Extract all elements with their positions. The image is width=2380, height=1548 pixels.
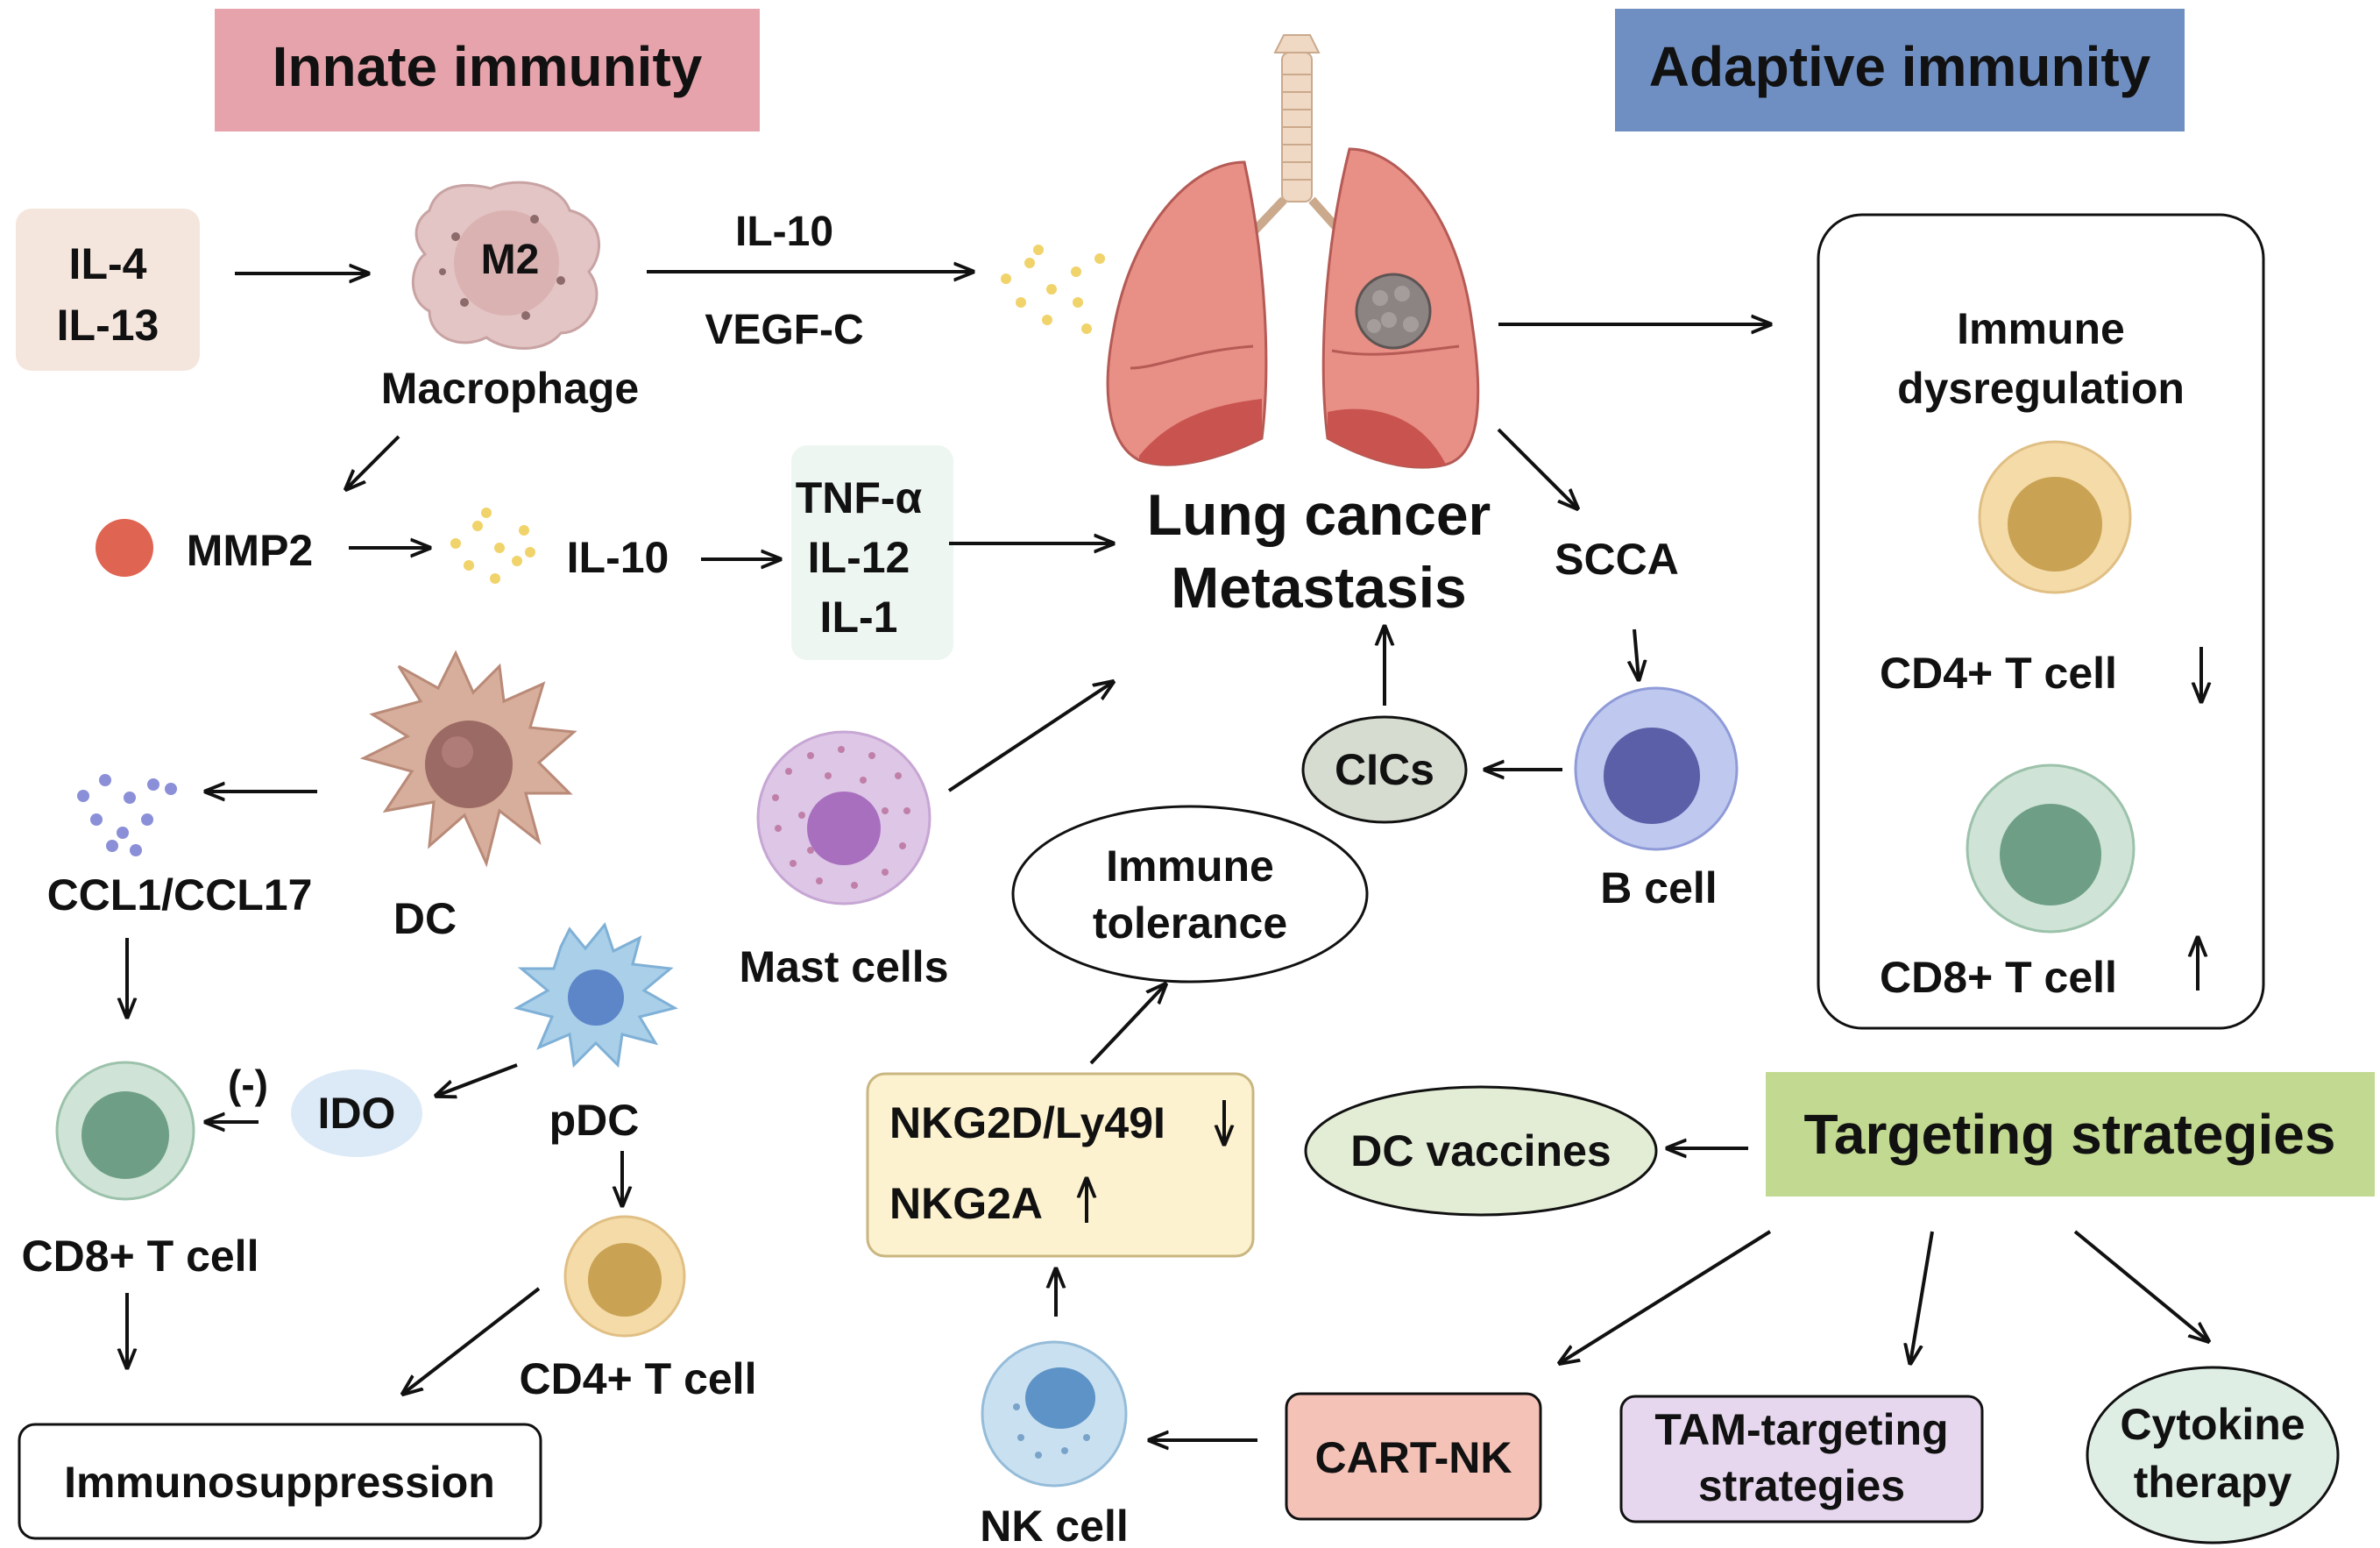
arrow-lung-to-scca (1497, 428, 1577, 508)
nk-cell-label: NK cell (980, 1502, 1129, 1548)
immune-tolerance-ellipse (1011, 805, 1369, 983)
secreted-dots-top (1001, 245, 1105, 334)
targeting-header-box (1766, 1072, 2375, 1197)
mast-cell (756, 730, 931, 905)
tam-box (1619, 1395, 1984, 1523)
tam-line1: TAM-targeting (1654, 1405, 1948, 1454)
m2-label: M2 (481, 237, 540, 283)
arrow-targeting-to-tam (1910, 1231, 1934, 1363)
arrow-nkg-to-tolerance (1089, 984, 1165, 1065)
scca-label: SCCA (1555, 535, 1679, 584)
il13-label: IL-13 (57, 301, 159, 350)
secreted-dots-mid (450, 508, 535, 584)
cytokine-line2: therapy (2134, 1458, 2292, 1507)
cd8-cell-right (1966, 763, 2136, 934)
innate-header: Innate immunity (273, 35, 703, 98)
adaptive-panel (1817, 213, 2265, 1030)
il12-label: IL-12 (808, 533, 910, 582)
dc-label: DC (393, 894, 457, 943)
il10-mid-label: IL-10 (567, 533, 669, 582)
dc-vaccines-ellipse (1304, 1085, 1658, 1217)
macrophage-label: Macrophage (381, 364, 640, 413)
arrow-targeting-to-cytokine (2073, 1230, 2208, 1341)
arrow-targeting-to-cart-nk (1560, 1230, 1772, 1363)
dc-cell (359, 650, 577, 868)
tolerance-line1: Immune (1106, 841, 1274, 891)
b-cell (1574, 686, 1739, 851)
cics-label: CICs (1335, 745, 1434, 794)
targeting-header: Targeting strategies (1804, 1103, 2336, 1166)
cart-nk-label: CART-NK (1315, 1433, 1512, 1482)
adaptive-header: Adaptive immunity (1649, 35, 2151, 98)
nkg2d-label: NKG2D/Ly49I (889, 1098, 1165, 1147)
negative-label: (-) (228, 1062, 268, 1107)
cytokine-box (791, 445, 953, 660)
b-cell-label: B cell (1600, 863, 1717, 912)
metastasis-line1: Lung cancer (1147, 482, 1491, 547)
arrow-scca-to-bcell (1634, 628, 1639, 679)
cart-nk-box (1285, 1392, 1542, 1521)
pdc-cell (514, 921, 678, 1069)
metastasis-line2: Metastasis (1171, 555, 1467, 620)
mmp2-dot (96, 519, 153, 577)
macrophage-cell (411, 181, 600, 350)
ido-label: IDO (318, 1089, 396, 1138)
cd8-right-label: CD8+ T cell (1880, 953, 2117, 1002)
il4-label: IL-4 (69, 239, 147, 288)
nkg2a-label: NKG2A (889, 1179, 1043, 1228)
dc-vaccines-label: DC vaccines (1350, 1126, 1611, 1175)
cd8-left-label: CD8+ T cell (22, 1232, 259, 1281)
arrow-cd4-to-immunosuppression (403, 1287, 541, 1394)
il1-label: IL-1 (820, 593, 898, 642)
cd4-cell-right (1978, 440, 2132, 594)
vegfc-label: VEGF-C (705, 307, 863, 353)
arrow-pdc-to-ido (436, 1063, 518, 1096)
tam-line2: strategies (1698, 1461, 1905, 1510)
cytokine-therapy-ellipse (2086, 1366, 2340, 1544)
cics-ellipse (1301, 715, 1468, 824)
mmp2-label: MMP2 (187, 526, 313, 575)
immunosuppression-label: Immunosuppression (64, 1458, 495, 1507)
nk-cell (981, 1340, 1128, 1488)
cd4-right-label: CD4+ T cell (1880, 649, 2117, 698)
cd4-cell-left (563, 1215, 686, 1338)
ccl-label: CCL1/CCL17 (47, 870, 313, 920)
tumor-mass (1355, 273, 1432, 350)
tnfa-label: TNF-α (796, 473, 923, 522)
arrow-macrophage-to-mmp2 (346, 435, 400, 489)
il4-il13-box (16, 209, 200, 371)
tolerance-line2: tolerance (1093, 898, 1287, 948)
adaptive-header-box (1615, 9, 2185, 131)
innate-header-box (215, 9, 760, 131)
lung-illustration (1106, 34, 1480, 469)
dysregulation-line2: dysregulation (1897, 364, 2185, 413)
arrow-mast-to-metastasis (947, 682, 1113, 792)
immunosuppression-box (18, 1423, 542, 1540)
dysregulation-line1: Immune (1957, 304, 2125, 353)
pdc-label: pDC (549, 1096, 640, 1145)
cd8-cell-left (55, 1061, 195, 1201)
cd4-left-label: CD4+ T cell (520, 1354, 757, 1403)
il10-top-label: IL-10 (735, 209, 833, 255)
ido-ellipse (291, 1069, 422, 1157)
ccl-dots (77, 774, 177, 856)
mast-label: Mast cells (739, 942, 948, 991)
cytokine-line1: Cytokine (2120, 1400, 2305, 1449)
nkg-box (866, 1072, 1255, 1258)
